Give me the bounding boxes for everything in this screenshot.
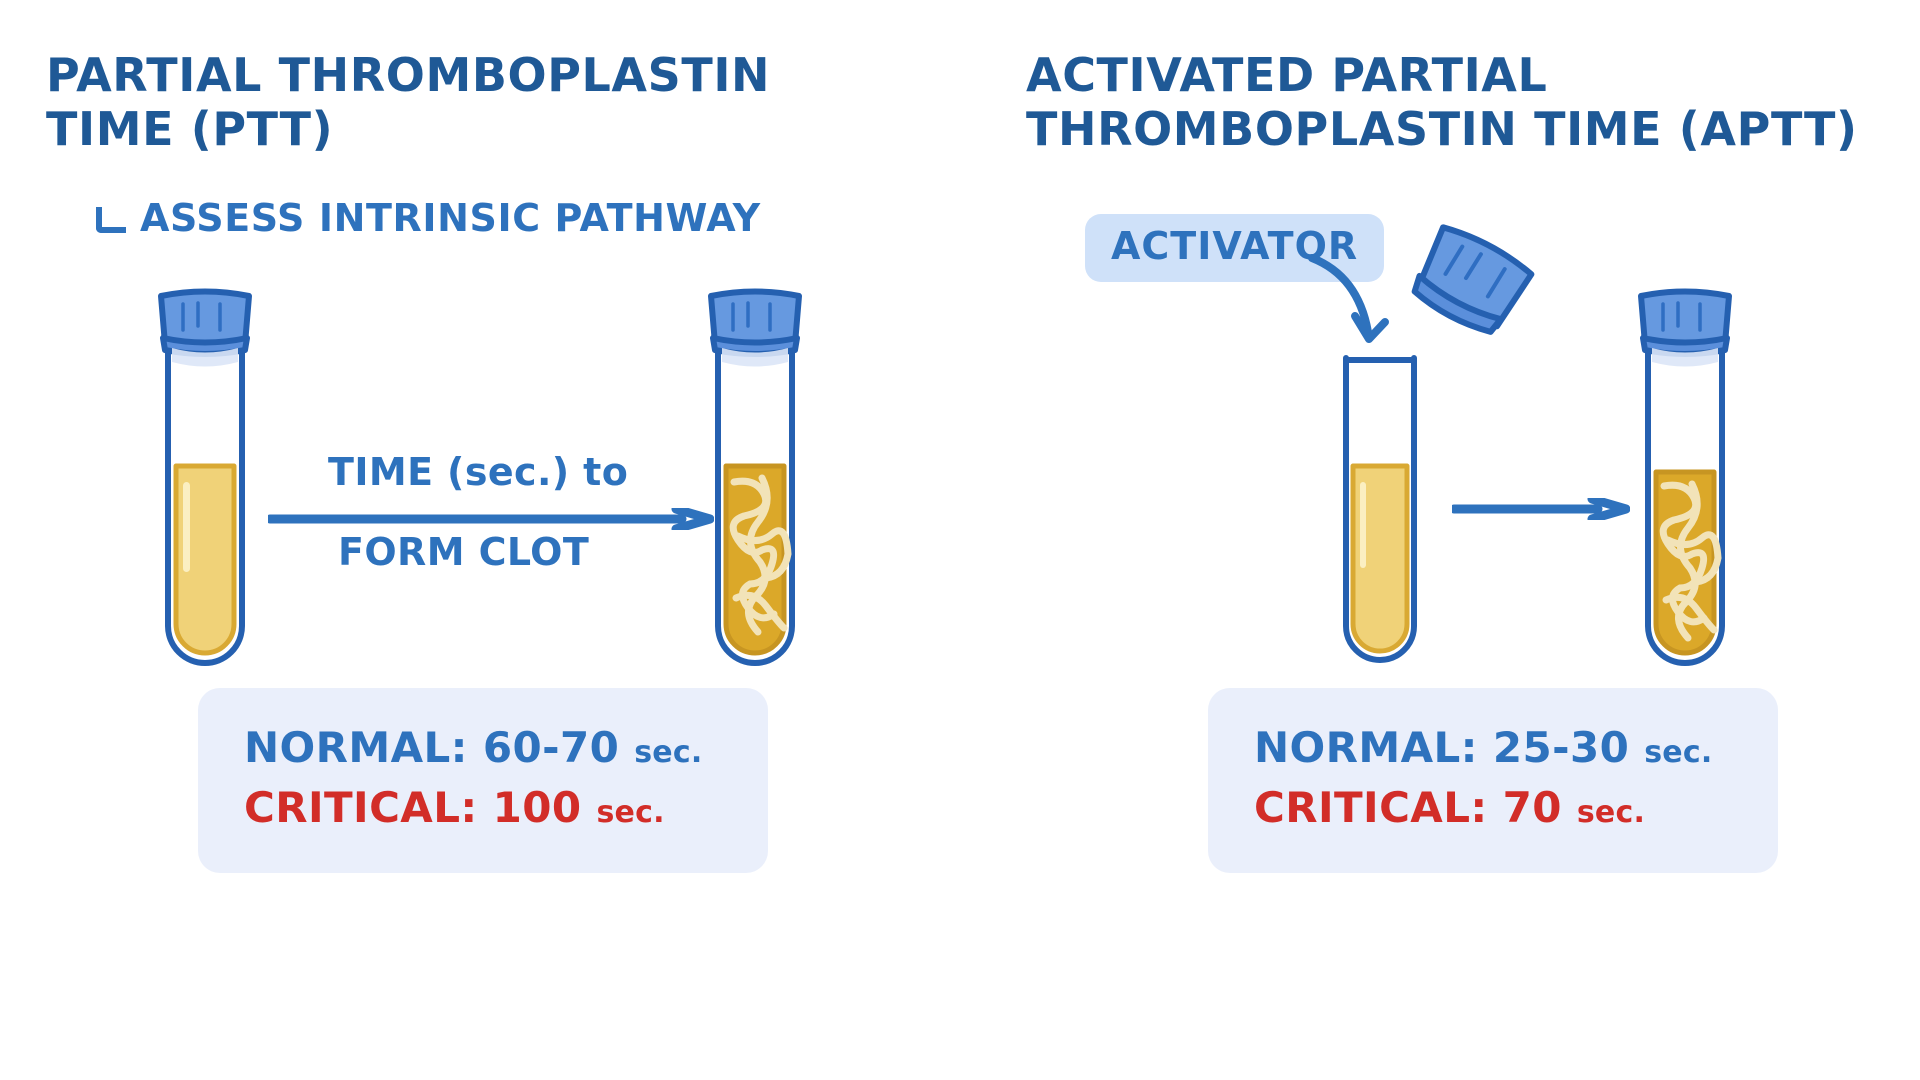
ptt-arrow-label-top: TIME (sec.) to (328, 450, 629, 494)
tube-cap-icon (158, 288, 252, 367)
activator-pour-arrow-icon (1308, 254, 1389, 343)
ptt-normal-unit: sec. (634, 735, 703, 770)
ptt-process-arrow-icon (268, 508, 714, 530)
ptt-arrow-label-bottom: FORM CLOT (338, 530, 590, 574)
aptt-critical-unit: sec. (1576, 794, 1646, 830)
aptt-normal-line: NORMAL: 25-30 sec. (1254, 718, 1732, 778)
ptt-heading: PARTIAL THROMBOPLASTIN TIME (PTT) (46, 48, 771, 157)
aptt-process-arrow-icon (1452, 498, 1630, 520)
ptt-critical-line: CRITICAL: 100 sec. (244, 778, 722, 838)
tilted-cap-icon (1411, 224, 1535, 335)
fibrin-clot-icon (1659, 480, 1722, 642)
tube-cap-icon (1638, 288, 1732, 367)
aptt-normal-value: 25-30 (1492, 723, 1630, 772)
aptt-tube-before (1330, 344, 1430, 684)
aptt-heading: ACTIVATED PARTIAL THROMBOPLASTIN TIME (a… (1026, 48, 1858, 157)
aptt-critical-line: CRITICAL: 70 sec. (1254, 778, 1732, 838)
aptt-normal-unit: sec. (1644, 735, 1713, 770)
ptt-normal-value: 60-70 (482, 723, 620, 772)
ptt-tube-before (150, 286, 260, 686)
ptt-normal-line: NORMAL: 60-70 sec. (244, 718, 722, 778)
aptt-critical-value: 70 (1502, 782, 1562, 832)
tube-cap-icon (708, 288, 802, 367)
ptt-critical-value: 100 (492, 782, 582, 832)
ptt-critical-unit: sec. (596, 794, 665, 830)
ptt-normal-label: NORMAL: (244, 723, 468, 772)
fibrin-clot-icon (729, 474, 792, 636)
aptt-normal-label: NORMAL: (1254, 723, 1478, 772)
aptt-critical-label: CRITICAL: (1254, 782, 1488, 832)
ptt-tube-after (700, 286, 810, 686)
ptt-subtitle-row: ASSESS INTRINSIC PATHWAY (96, 196, 761, 240)
ptt-subtitle-text: ASSESS INTRINSIC PATHWAY (140, 196, 761, 240)
ptt-critical-label: CRITICAL: (244, 782, 478, 832)
elbow-connector-icon (96, 207, 126, 233)
aptt-reference-box: NORMAL: 25-30 sec. CRITICAL: 70 sec. (1208, 688, 1778, 874)
aptt-tube-after (1630, 286, 1740, 686)
ptt-reference-box: NORMAL: 60-70 sec. CRITICAL: 100 sec. (198, 688, 768, 874)
